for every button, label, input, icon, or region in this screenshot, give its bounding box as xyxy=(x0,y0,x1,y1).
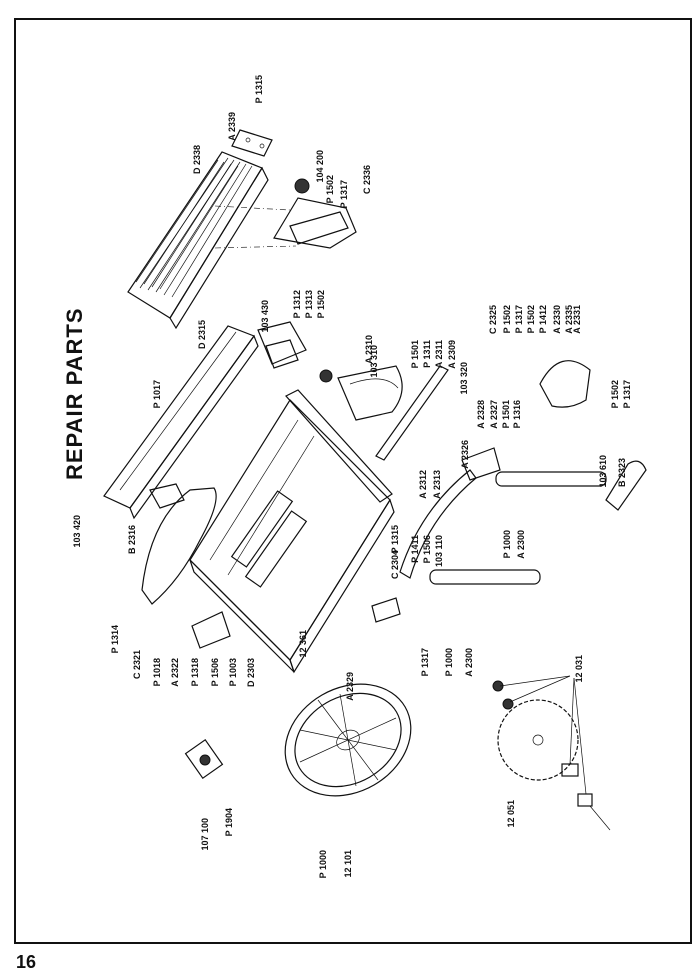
callout-label: P 1313 xyxy=(304,290,314,318)
callout-label: P 1317 xyxy=(514,305,524,333)
callout-label: A 2330 xyxy=(552,305,562,334)
callout-label: C 2321 xyxy=(132,650,142,679)
rip-fence xyxy=(103,325,259,520)
miter-bar xyxy=(375,365,449,461)
callout-label: 12 031 xyxy=(574,655,584,683)
callout-label: A 2309 xyxy=(447,340,457,369)
rear-trunnion xyxy=(539,360,591,408)
callout-label: D 2303 xyxy=(246,658,256,687)
callout-label: P 1502 xyxy=(316,290,326,318)
fence-bracket-2336 xyxy=(214,178,357,249)
bracket-2339 xyxy=(231,129,273,157)
callout-label: A 2300 xyxy=(516,530,526,559)
callout-label: D 2315 xyxy=(197,320,207,349)
callout-label: A 2326 xyxy=(460,440,470,469)
callout-label: B 2323 xyxy=(617,458,627,487)
callout-label: P 1317 xyxy=(420,648,430,676)
support-bar-upper xyxy=(495,471,607,487)
callout-label: P 1311 xyxy=(422,340,432,368)
callout-label: P 1501 xyxy=(410,340,420,368)
callout-label: P 1000 xyxy=(318,850,328,878)
callout-label: 12 051 xyxy=(506,800,516,828)
callout-label: 103 310 xyxy=(369,345,379,378)
callout-label: 12 361 xyxy=(298,630,308,658)
callout-label: P 1501 xyxy=(501,400,511,428)
trunnion-arc xyxy=(399,447,501,579)
callout-label: A 2331 xyxy=(572,305,582,334)
callout-label: P 1317 xyxy=(622,380,632,408)
callout-label: P 1316 xyxy=(512,400,522,428)
callout-label: A 2328 xyxy=(476,400,486,429)
blade-guard xyxy=(141,487,217,605)
callout-label: P 1315 xyxy=(254,75,264,103)
callout-label: 107 100 xyxy=(200,818,210,851)
callout-label: P 1318 xyxy=(190,658,200,686)
callout-label: P 1506 xyxy=(422,535,432,563)
callout-label: 103 320 xyxy=(459,362,469,395)
callout-label: P 1506 xyxy=(210,658,220,686)
callout-label: A 2300 xyxy=(464,648,474,677)
callout-label: C 2325 xyxy=(488,305,498,334)
callout-label: P 1411 xyxy=(410,535,420,563)
callout-label: A 2329 xyxy=(345,672,355,701)
plate-2322 xyxy=(191,611,231,649)
bracket-2329 xyxy=(371,597,401,623)
saw-table xyxy=(189,399,395,674)
callout-label: P 1000 xyxy=(444,648,454,676)
callout-label: P 1502 xyxy=(325,175,335,203)
callout-label: A 2311 xyxy=(434,340,444,368)
page-border xyxy=(14,18,692,944)
saw-blade xyxy=(497,699,579,781)
callout-label: P 1003 xyxy=(228,658,238,686)
callout-label: A 2310 xyxy=(364,335,374,364)
callout-label: P 1018 xyxy=(152,658,162,686)
callout-label: B 2316 xyxy=(127,525,137,554)
callout-label: A 2322 xyxy=(170,658,180,687)
callout-label: A 2335 xyxy=(564,305,574,334)
callout-label: A 2339 xyxy=(227,112,237,141)
callout-label: 104 200 xyxy=(315,150,325,183)
callout-label: A 2327 xyxy=(489,400,499,429)
callout-label: P 1000 xyxy=(502,530,512,558)
front-rail xyxy=(285,389,393,503)
rip-fence-extension xyxy=(127,151,269,330)
fence-lock xyxy=(149,483,185,509)
miter-gauge xyxy=(319,365,403,421)
callout-label: P 1502 xyxy=(610,380,620,408)
callout-label: P 1412 xyxy=(538,305,548,333)
callout-label: 103 110 xyxy=(434,535,444,567)
callout-label: P 1312 xyxy=(292,290,302,318)
callout-label: P 1502 xyxy=(526,305,536,333)
callout-label: P 1317 xyxy=(339,180,349,208)
callout-label: A 2312 xyxy=(418,470,428,499)
callout-label: P 1502 xyxy=(502,305,512,333)
handwheel xyxy=(284,683,412,797)
callout-label: P 1314 xyxy=(110,625,120,653)
callout-label: 103 610 xyxy=(598,455,608,488)
callout-label: D 2338 xyxy=(192,145,202,174)
callout-label: P 1904 xyxy=(224,808,234,836)
callout-label: 103 430 xyxy=(260,300,270,333)
page-number: 16 xyxy=(16,952,37,972)
callout-label: C 2336 xyxy=(362,165,372,194)
callout-label: 12 101 xyxy=(343,850,353,878)
callout-label: 103 420 xyxy=(72,515,82,548)
callout-label: P 1315 xyxy=(390,525,400,553)
arbor-parts xyxy=(492,675,611,831)
fence-clamp xyxy=(257,321,307,369)
callout-label: P 1017 xyxy=(152,380,162,408)
support-bar-lower xyxy=(429,569,541,585)
motor-chuck xyxy=(184,738,224,780)
callout-label: A 2313 xyxy=(432,470,442,499)
tilt-handle xyxy=(605,460,647,511)
callout-label: C 2304 xyxy=(390,550,400,579)
